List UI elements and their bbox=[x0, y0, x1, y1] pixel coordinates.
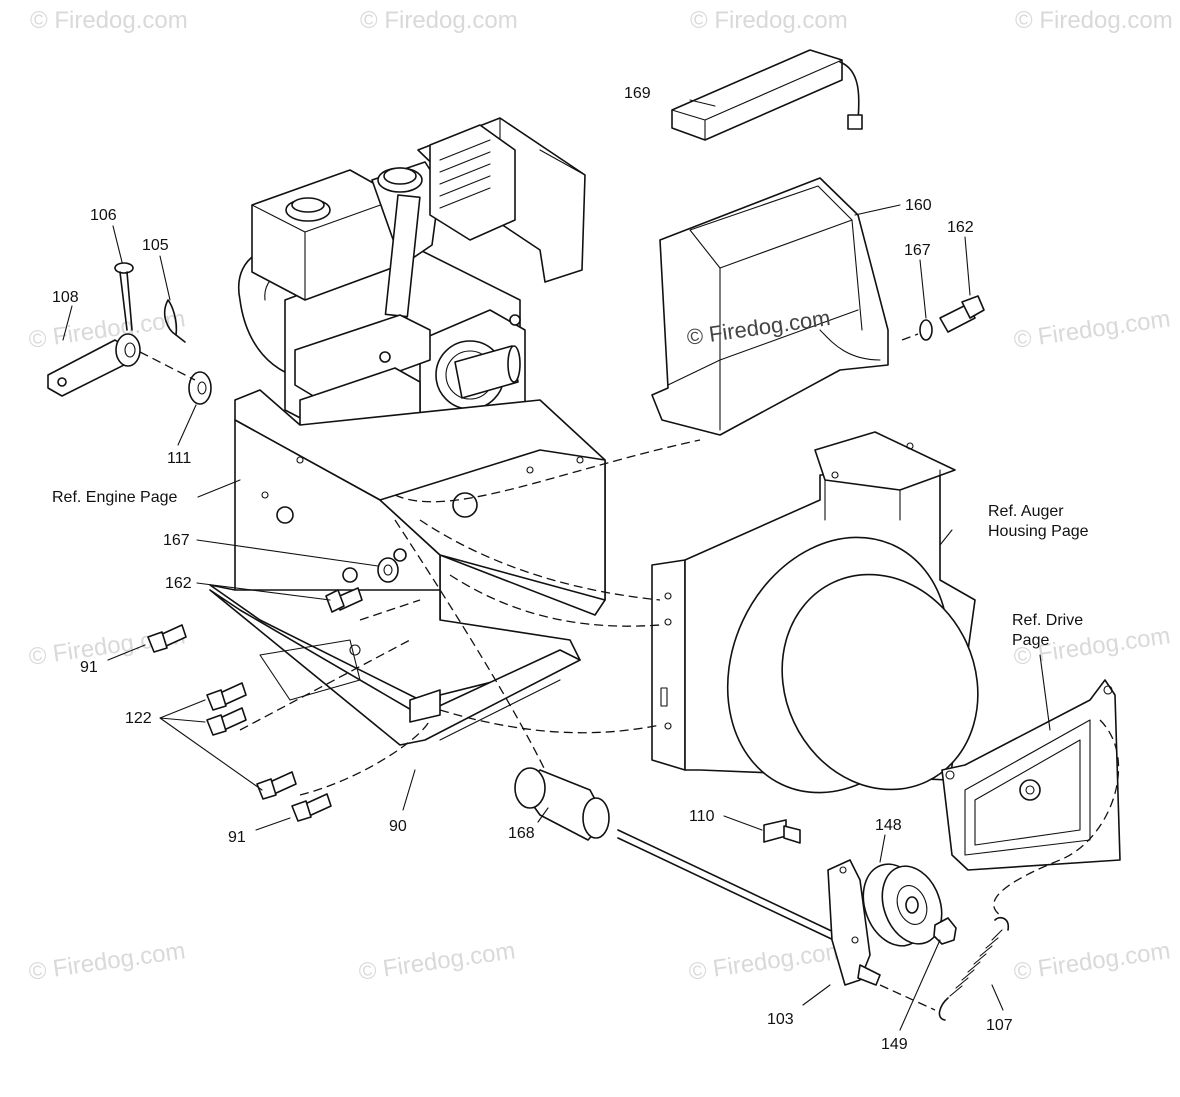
auger-housing bbox=[651, 431, 979, 794]
callout-169: 169 bbox=[624, 85, 651, 102]
part-149-nut bbox=[933, 917, 957, 945]
watermark-text: © Firedog.com bbox=[360, 7, 518, 34]
callout-160: 160 bbox=[905, 197, 932, 214]
callout-122: 122 bbox=[125, 710, 152, 727]
leader-lines bbox=[62, 99, 1051, 1031]
part-111-washer bbox=[188, 371, 212, 405]
callout-108: 108 bbox=[52, 289, 79, 306]
ref-drive-line2: Page bbox=[1012, 632, 1049, 649]
part-103-idler-arm bbox=[617, 829, 881, 986]
ref-auger-line2: Housing Page bbox=[988, 523, 1089, 540]
part-148-pulley bbox=[862, 863, 943, 947]
callout-91: 91 bbox=[228, 829, 246, 846]
callout-110: 110 bbox=[689, 808, 715, 825]
leader-dash bbox=[139, 351, 196, 381]
part-167-washer-left bbox=[377, 557, 399, 583]
watermark-text: © Firedog.com bbox=[1015, 7, 1173, 34]
watermark-text: © Firedog.com bbox=[1012, 937, 1172, 986]
callout-90: 90 bbox=[389, 818, 407, 835]
callout-103: 103 bbox=[767, 1011, 794, 1028]
part-168-roller bbox=[514, 767, 610, 841]
assembly-dash-lines bbox=[239, 333, 1119, 1011]
watermark-text: © Firedog.com bbox=[27, 937, 187, 986]
callout-162: 162 bbox=[947, 219, 974, 236]
callout-148: 148 bbox=[875, 817, 902, 834]
callout-162: 162 bbox=[165, 575, 192, 592]
part-162-bolt-left bbox=[325, 587, 363, 613]
part-91-bolt-upper bbox=[147, 624, 187, 653]
part-106-pin bbox=[114, 262, 134, 331]
part-169-cover bbox=[671, 49, 863, 141]
ref-auger-line1: Ref. Auger bbox=[988, 503, 1064, 520]
part-160-housing bbox=[651, 177, 889, 436]
part-162-bolt-right bbox=[939, 295, 985, 333]
watermark-text: © Firedog.com bbox=[357, 937, 517, 986]
part-122-bolt-b bbox=[206, 707, 247, 736]
callout-labels: 169 160 162 167 106 105 108 111 Ref. Eng… bbox=[52, 85, 1089, 1053]
part-167-washer-right bbox=[919, 319, 933, 341]
watermark-text: © Firedog.com bbox=[687, 937, 847, 986]
callout-167: 167 bbox=[163, 532, 190, 549]
callout-111: 111 bbox=[167, 450, 191, 467]
part-110-bolt bbox=[763, 819, 801, 844]
callout-167: 167 bbox=[904, 242, 931, 259]
callout-149: 149 bbox=[881, 1036, 908, 1053]
part-122-bolt-c bbox=[256, 771, 297, 800]
drive-bracket bbox=[941, 679, 1121, 871]
ref-engine-page: Ref. Engine Page bbox=[52, 489, 178, 506]
part-105-clip bbox=[163, 299, 186, 343]
callout-168: 168 bbox=[508, 825, 535, 842]
watermark-text: © Firedog.com bbox=[690, 7, 848, 34]
part-91-bolt-lower bbox=[291, 793, 332, 822]
callout-105: 105 bbox=[142, 237, 169, 254]
callout-106: 106 bbox=[90, 207, 117, 224]
watermark-text: © Firedog.com bbox=[30, 7, 188, 34]
callout-107: 107 bbox=[986, 1017, 1013, 1034]
ref-drive-line1: Ref. Drive bbox=[1012, 612, 1083, 629]
part-108-bracket bbox=[47, 333, 141, 397]
part-122-bolt-a bbox=[206, 682, 247, 711]
watermark-text: © Firedog.com bbox=[1012, 305, 1172, 354]
part-107-spring bbox=[938, 916, 1010, 1021]
part-90-frame bbox=[209, 389, 606, 746]
engine-assembly bbox=[237, 117, 586, 471]
callout-91: 91 bbox=[80, 659, 98, 676]
